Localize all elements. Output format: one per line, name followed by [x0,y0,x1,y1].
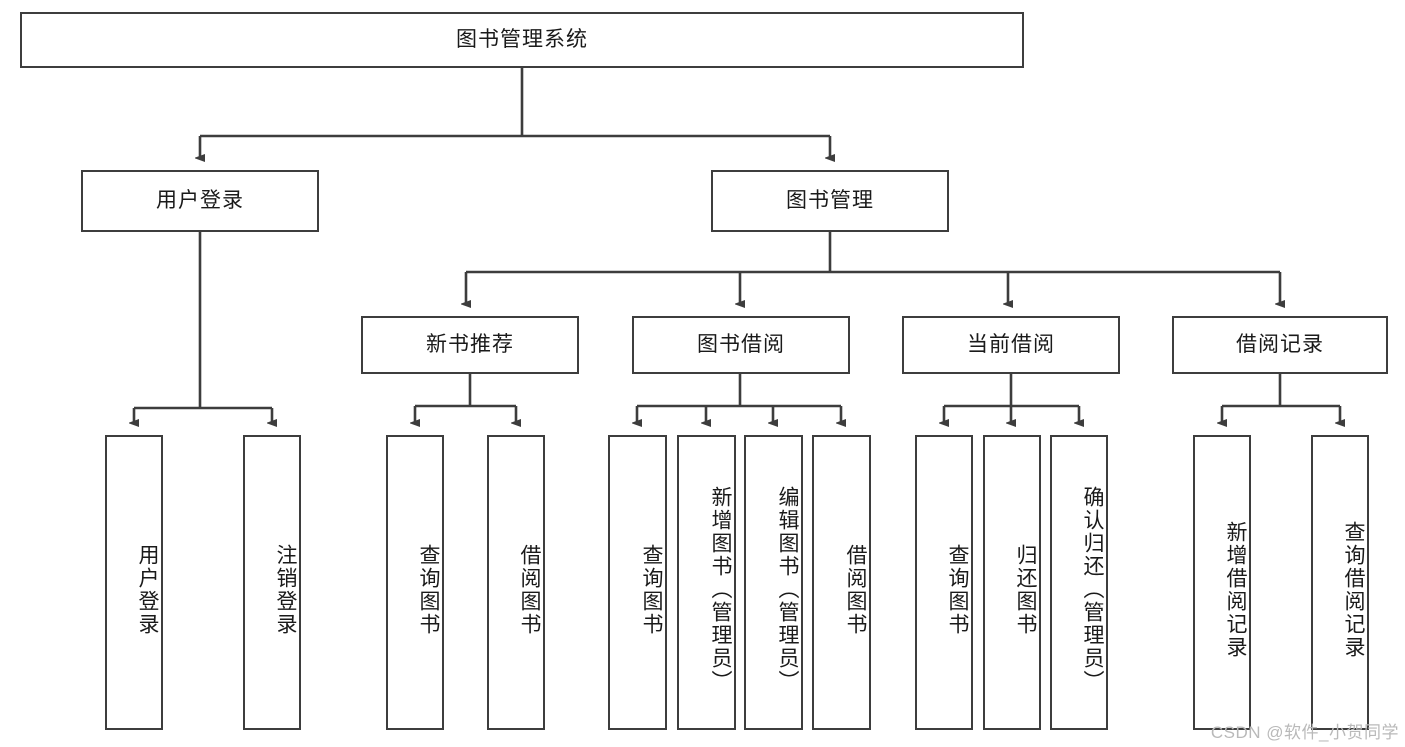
node-label: 查询借阅记录 [1342,520,1365,659]
node-book-manage[interactable]: 图书管理 [711,170,949,232]
node-label: 借阅记录 [1236,333,1324,357]
node-leaf-query-book-rec[interactable]: 查询图书 [386,435,444,730]
node-leaf-borrow-book-rec[interactable]: 借阅图书 [487,435,545,730]
node-leaf-query-book-borrow[interactable]: 查询图书 [608,435,667,730]
node-leaf-user-login[interactable]: 用户登录 [105,435,163,730]
node-leaf-logout[interactable]: 注销登录 [243,435,301,730]
node-leaf-confirm-return[interactable]: 确认归还（管理员） [1050,435,1108,730]
node-label: 用户登录 [136,543,159,636]
node-label: 确认归还（管理员） [1081,486,1104,693]
node-leaf-borrow-book[interactable]: 借阅图书 [812,435,871,730]
node-user-login[interactable]: 用户登录 [81,170,319,232]
node-new-book-rec[interactable]: 新书推荐 [361,316,579,374]
node-current-borrow[interactable]: 当前借阅 [902,316,1120,374]
node-label: 图书管理系统 [456,28,588,52]
node-label: 借阅图书 [844,543,867,636]
node-leaf-query-record[interactable]: 查询借阅记录 [1311,435,1369,730]
node-leaf-edit-book[interactable]: 编辑图书（管理员） [744,435,803,730]
node-book-borrow[interactable]: 图书借阅 [632,316,850,374]
node-leaf-add-book[interactable]: 新增图书（管理员） [677,435,736,730]
node-label: 图书管理 [786,189,874,213]
node-leaf-query-book-cur[interactable]: 查询图书 [915,435,973,730]
node-label: 图书借阅 [697,333,785,357]
node-label: 注销登录 [274,543,297,636]
watermark-text: CSDN @软件_小贺同学 [1210,723,1399,742]
node-label: 查询图书 [640,543,663,636]
node-root[interactable]: 图书管理系统 [20,12,1024,68]
node-label: 查询图书 [417,543,440,636]
node-label: 新增借阅记录 [1224,520,1247,659]
node-label: 查询图书 [946,543,969,636]
node-leaf-add-record[interactable]: 新增借阅记录 [1193,435,1251,730]
node-label: 用户登录 [156,189,244,213]
node-leaf-return-book[interactable]: 归还图书 [983,435,1041,730]
node-label: 新书推荐 [426,333,514,357]
node-label: 借阅图书 [518,543,541,636]
node-label: 新增图书（管理员） [709,486,732,693]
node-label: 编辑图书（管理员） [776,486,799,693]
node-label: 当前借阅 [967,333,1055,357]
node-label: 归还图书 [1014,543,1037,636]
node-borrow-record[interactable]: 借阅记录 [1172,316,1388,374]
